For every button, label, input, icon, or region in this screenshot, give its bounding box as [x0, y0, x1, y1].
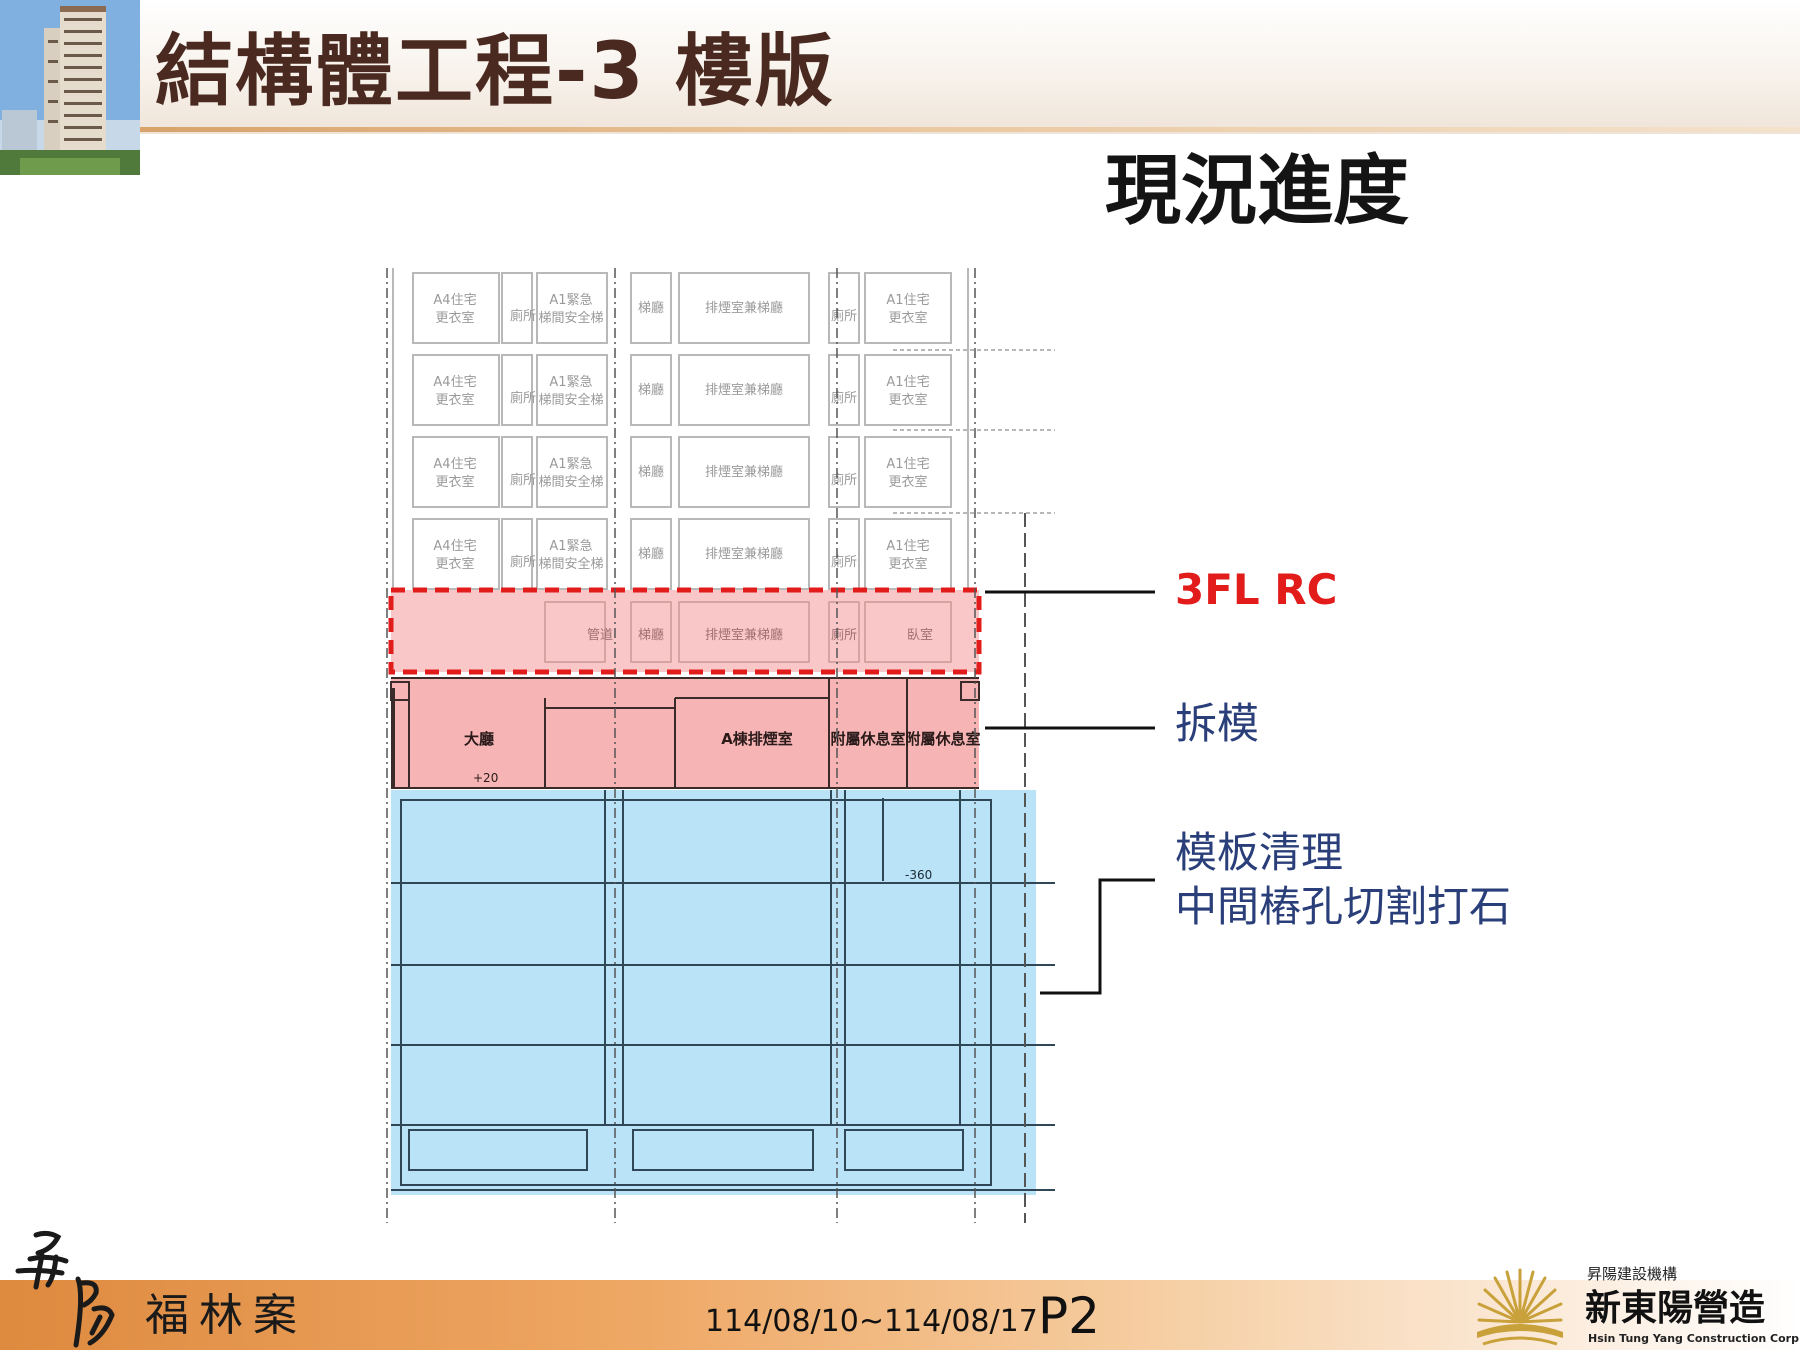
svg-text:A4住宅: A4住宅 — [433, 539, 476, 554]
room-label: 更衣室 — [435, 310, 474, 326]
svg-text:A4住宅: A4住宅 — [433, 457, 476, 472]
svg-text:A1緊急: A1緊急 — [549, 457, 592, 472]
room-label: 大廳 — [464, 730, 494, 748]
leader-lines — [985, 590, 1155, 995]
room-label: 排煙室兼梯廳 — [705, 300, 783, 316]
svg-text:廁所: 廁所 — [510, 554, 536, 570]
svg-text:廁所: 廁所 — [831, 472, 857, 488]
svg-text:更衣室: 更衣室 — [435, 474, 474, 490]
room-label: 廁所 — [510, 308, 536, 324]
svg-text:廁所: 廁所 — [510, 472, 536, 488]
svg-text:A1緊急: A1緊急 — [549, 375, 592, 390]
svg-text:排煙室兼梯廳: 排煙室兼梯廳 — [705, 546, 783, 562]
room-label: A棟排煙室 — [721, 730, 793, 748]
svg-text:梯間安全梯: 梯間安全梯 — [538, 556, 603, 572]
svg-text:排煙室兼梯廳: 排煙室兼梯廳 — [705, 382, 783, 398]
rc-floor-band: 管道 梯廳 排煙室兼梯廳 廁所 臥室 — [388, 587, 982, 675]
svg-text:更衣室: 更衣室 — [435, 392, 474, 408]
room-label: A1住宅 — [886, 293, 929, 308]
svg-text:A1緊急: A1緊急 — [549, 539, 592, 554]
svg-text:梯間安全梯: 梯間安全梯 — [538, 474, 603, 490]
room-label: 臥室 — [907, 627, 933, 643]
room-label: 梯廳 — [638, 627, 664, 643]
callout-clean-line2: 中間樁孔切割打石 — [1175, 882, 1512, 931]
company-name: 新東陽營造 — [1585, 1287, 1766, 1329]
svg-text:A1住宅: A1住宅 — [886, 539, 929, 554]
header-band — [0, 0, 1800, 134]
svg-text:梯廳: 梯廳 — [638, 464, 664, 480]
svg-text:梯廳: 梯廳 — [638, 546, 664, 562]
company-emblem-icon — [1477, 1268, 1563, 1346]
svg-text:更衣室: 更衣室 — [888, 392, 927, 408]
callout-clean: 模板清理 中間樁孔切割打石 — [1175, 826, 1511, 934]
room-label: A1緊急 — [549, 293, 592, 308]
svg-text:排煙室兼梯廳: 排煙室兼梯廳 — [705, 464, 783, 480]
svg-text:A1住宅: A1住宅 — [886, 375, 929, 390]
report-date-range: 114/08/10~114/08/17 — [705, 1304, 1038, 1339]
building-photo — [0, 0, 140, 175]
section-subtitle: 現況進度 — [1105, 146, 1409, 235]
svg-text:梯廳: 梯廳 — [638, 382, 664, 398]
svg-text:更衣室: 更衣室 — [888, 556, 927, 572]
slide-header: 結構體工程-3 樓版 — [0, 0, 1800, 180]
room-label: 排煙室兼梯廳 — [705, 627, 783, 643]
demold-floor: 大廳 A棟排煙室 附屬休息室 附屬休息室 +20 — [390, 677, 981, 789]
svg-text:梯間安全梯: 梯間安全梯 — [538, 392, 603, 408]
room-label: 附屬休息室 — [830, 730, 905, 748]
level-mark: +20 — [473, 771, 498, 785]
room-label: 梯廳 — [638, 300, 664, 316]
room-label: A4住宅 — [433, 293, 476, 308]
clean-leader — [1040, 878, 1155, 995]
room-label: 廁所 — [831, 308, 857, 324]
company-group-name: 昇陽建設機構 — [1587, 1265, 1678, 1283]
header-divider — [140, 127, 1800, 132]
brand-calligraphy-logo: 昇陽 — [15, 1230, 115, 1348]
project-name: 福林案 — [145, 1290, 307, 1341]
svg-text:更衣室: 更衣室 — [888, 474, 927, 490]
upper-floors — [392, 268, 1055, 590]
svg-text:廁所: 廁所 — [831, 390, 857, 406]
room-label: 廁所 — [831, 627, 857, 643]
room-label: 梯間安全梯 — [538, 310, 603, 326]
level-mark: -360 — [905, 868, 932, 882]
rc-floor-outline — [388, 587, 982, 675]
room-label: 更衣室 — [888, 310, 927, 326]
svg-text:廁所: 廁所 — [831, 554, 857, 570]
basement-floors: -360 — [386, 268, 1055, 1223]
page-number: P2 — [1038, 1287, 1100, 1345]
callout-rc: 3FL RC — [1175, 565, 1338, 614]
svg-text:A1住宅: A1住宅 — [886, 457, 929, 472]
svg-text:廁所: 廁所 — [510, 390, 536, 406]
room-label: 管道 — [587, 628, 613, 643]
svg-text:更衣室: 更衣室 — [435, 556, 474, 572]
callout-demold: 拆模 — [1175, 699, 1260, 748]
callout-clean-line1: 模板清理 — [1175, 828, 1344, 877]
page-title: 結構體工程-3 樓版 — [155, 27, 835, 117]
company-english-name: Hsin Tung Yang Construction Corp — [1588, 1332, 1799, 1345]
room-label: 附屬休息室 — [905, 730, 980, 748]
svg-text:A4住宅: A4住宅 — [433, 375, 476, 390]
